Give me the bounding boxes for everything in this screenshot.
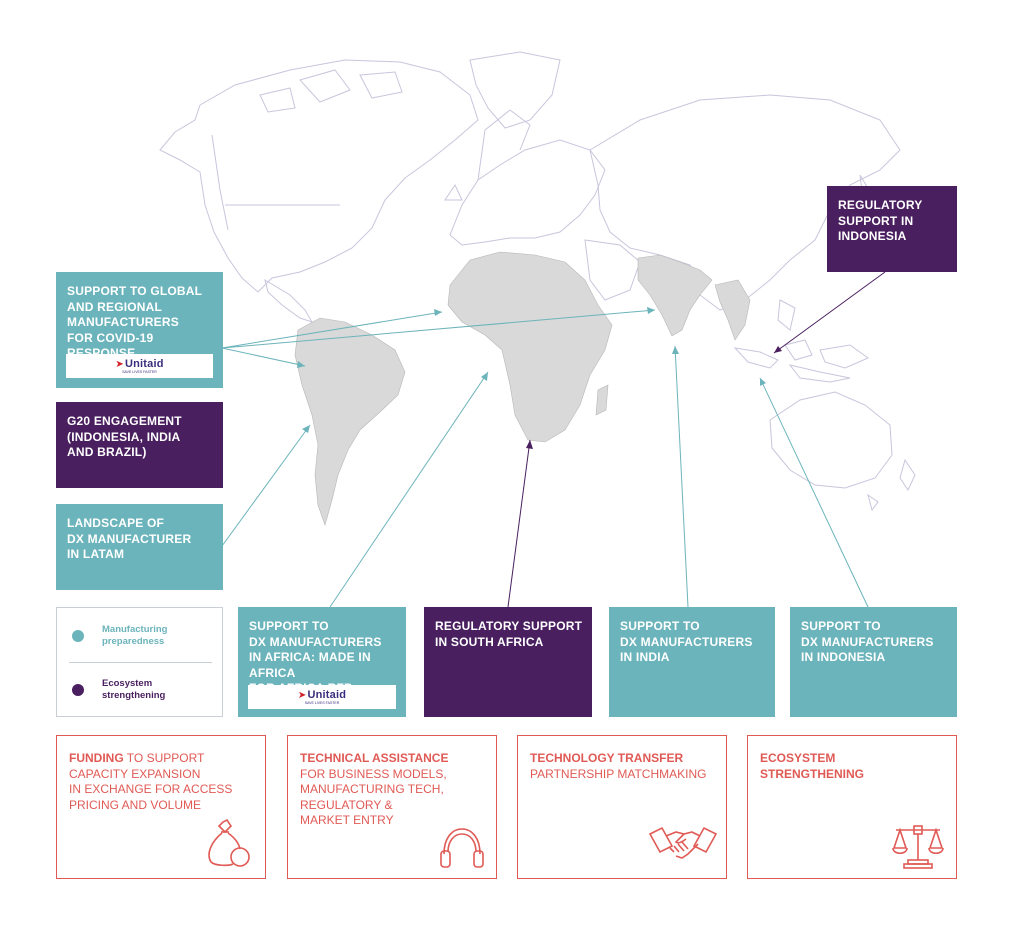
unitaid-mark-icon: ➤ bbox=[115, 358, 124, 370]
southeast-asia-shape bbox=[714, 279, 751, 341]
handshake-icon bbox=[648, 826, 718, 859]
north-america-outline bbox=[159, 59, 479, 293]
africa-shape bbox=[447, 251, 613, 443]
greenland-outline bbox=[469, 51, 561, 129]
arrow-africa-rfp bbox=[329, 371, 489, 608]
box-global-manufacturers: Support to global and regional manufactu… bbox=[56, 272, 223, 388]
capability-funding-title: Funding bbox=[69, 751, 124, 765]
unitaid-logo-2: ➤Unitaid SAVE LIVES FASTER bbox=[248, 685, 396, 709]
box-reg-indonesia-label: Regulatory support in Indonesia bbox=[838, 198, 923, 243]
australia-outline bbox=[769, 391, 893, 489]
capability-technology-transfer: Technology transfer partnership matchmak… bbox=[517, 735, 727, 879]
capability-ta-text: for business models, manufacturing tech,… bbox=[300, 766, 447, 827]
legend: Manufacturing preparedness Ecosystem str… bbox=[56, 607, 223, 717]
box-global-label: Support to global and regional manufactu… bbox=[67, 284, 203, 360]
capability-technical-assistance: Technical assistance for business models… bbox=[287, 735, 497, 879]
box-reg-sa-label: Regulatory support in South Africa bbox=[435, 619, 583, 649]
arrow-global-africa bbox=[221, 311, 443, 349]
indonesia-outline bbox=[733, 339, 870, 383]
capability-eco-title: Ecosystem strengthening bbox=[760, 751, 865, 781]
india-shape bbox=[637, 254, 713, 337]
box-latam-label: Landscape of Dx manufacturer in LATAM bbox=[67, 516, 192, 561]
capability-funding: Funding to support capacity expansion in… bbox=[56, 735, 266, 879]
arrow-indonesia bbox=[759, 377, 869, 608]
unitaid-mark-icon: ➤ bbox=[297, 689, 307, 701]
capability-ta-title: Technical assistance bbox=[300, 751, 449, 765]
money-bag-icon bbox=[208, 818, 250, 867]
capability-tt-title: Technology transfer bbox=[530, 751, 684, 765]
box-latam-landscape: Landscape of Dx manufacturer in LATAM bbox=[56, 504, 223, 590]
capability-funding-text: to support capacity expansion in exchang… bbox=[69, 751, 233, 812]
capability-tt-text: partnership matchmaking bbox=[530, 766, 707, 781]
box-regulatory-south-africa: Regulatory support in South Africa bbox=[424, 607, 592, 717]
arrow-global-india bbox=[221, 309, 656, 349]
legend-item-manufacturing: Manufacturing preparedness bbox=[57, 624, 222, 648]
arrow-reg-sa bbox=[507, 439, 531, 608]
legend-item-ecosystem: Ecosystem strengthening bbox=[57, 678, 222, 702]
arrow-latam bbox=[221, 424, 311, 547]
teal-dot-icon bbox=[72, 630, 84, 642]
scales-icon bbox=[892, 825, 944, 869]
arrow-reg-indonesia bbox=[773, 271, 886, 354]
unitaid-logo: ➤Unitaid SAVE LIVES FASTER bbox=[66, 354, 213, 378]
box-indonesia-label: Support to Dx manufacturers in Indonesia bbox=[801, 619, 934, 664]
box-regulatory-indonesia: Regulatory support in Indonesia bbox=[827, 186, 957, 272]
capability-ecosystem: Ecosystem strengthening bbox=[747, 735, 957, 879]
purple-dot-icon bbox=[72, 684, 84, 696]
europe-outline bbox=[449, 139, 606, 246]
box-africa-label: Support to Dx manufacturers in Africa: M… bbox=[249, 619, 382, 695]
unitaid-logo-name: Unitaid bbox=[307, 688, 347, 701]
box-india-label: Support to Dx manufacturers in India bbox=[620, 619, 753, 664]
box-india-manufacturers: Support to Dx manufacturers in India bbox=[609, 607, 775, 717]
asia-outline bbox=[589, 94, 901, 311]
madagascar-shape bbox=[595, 384, 609, 416]
box-indonesia-manufacturers: Support to Dx manufacturers in Indonesia bbox=[790, 607, 957, 717]
arrow-global-samerica bbox=[221, 347, 306, 367]
legend-divider bbox=[69, 662, 212, 663]
unitaid-logo-tagline: SAVE LIVES FASTER bbox=[122, 369, 157, 374]
box-g20-label: G20 engagement (Indonesia, India and Bra… bbox=[67, 414, 182, 459]
south-america-shape bbox=[294, 317, 406, 526]
legend-label-manufacturing: Manufacturing preparedness bbox=[102, 624, 168, 647]
headphones-icon bbox=[440, 828, 484, 868]
unitaid-logo-tagline: SAVE LIVES FASTER bbox=[304, 700, 340, 705]
arrow-india bbox=[674, 345, 689, 608]
box-g20-engagement: G20 engagement (Indonesia, India and Bra… bbox=[56, 402, 223, 488]
box-africa-manufacturers: Support to Dx manufacturers in Africa: M… bbox=[238, 607, 406, 717]
unitaid-logo-name: Unitaid bbox=[124, 357, 164, 370]
legend-label-ecosystem: Ecosystem strengthening bbox=[102, 678, 166, 701]
